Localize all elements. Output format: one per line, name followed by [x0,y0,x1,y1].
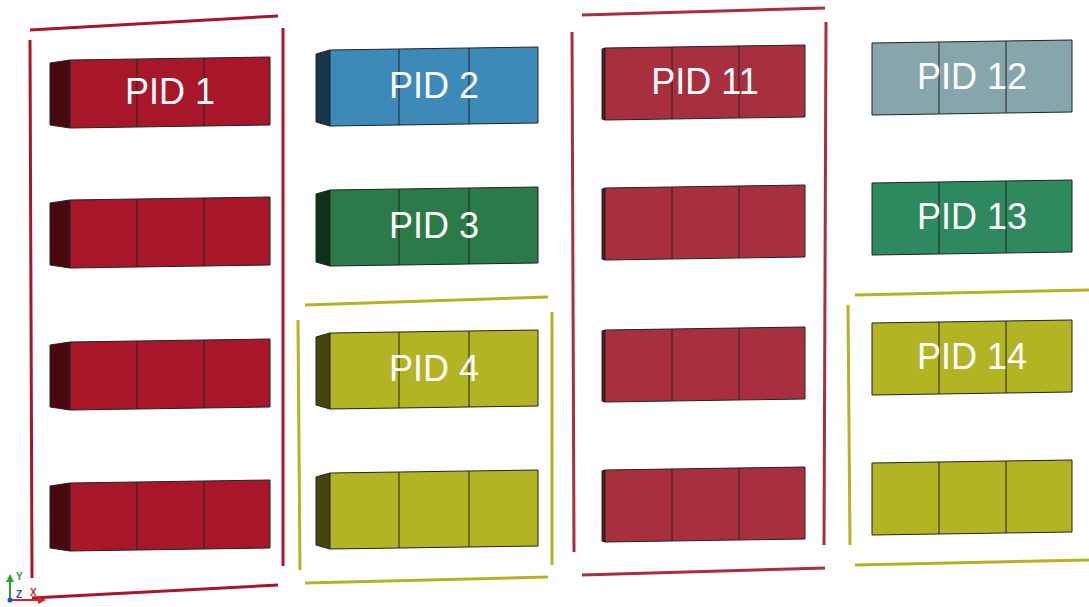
part-id-label: PID 12 [917,59,1027,95]
axis-label: Y [16,572,23,582]
part-block [872,320,1072,395]
part-block [316,47,538,126]
part-id-block: PID 11 [607,47,803,117]
part-id-label: PID 11 [651,64,758,100]
group-bracket [572,8,826,575]
part-block [50,57,270,128]
part-id-block: PID 2 [332,49,536,123]
part-id-label: PID 13 [917,199,1027,235]
part-block [872,40,1072,115]
part-id-label: PID 1 [125,74,215,110]
axis-label: Z [16,590,22,600]
part-block [872,180,1072,255]
part-id-block: PID 13 [874,182,1070,252]
part-id-block: PID 14 [874,322,1070,392]
part-id-label: PID 4 [389,351,479,387]
part-id-label: PID 2 [389,68,479,104]
part-block [602,327,805,402]
part-id-block: PID 4 [332,332,536,406]
part-block [316,470,538,549]
part-id-block: PID 1 [72,58,268,126]
part-block [50,197,270,268]
part-block [872,460,1072,535]
part-id-label: PID 14 [917,339,1027,375]
part-block [602,185,805,260]
group-bracket [848,290,1089,565]
part-id-label: PID 3 [389,208,479,244]
part-block [50,339,270,410]
part-block [602,467,805,542]
part-id-block: PID 12 [874,42,1070,112]
axis-triad [6,574,46,604]
part-id-block: PID 3 [332,189,536,263]
group-bracket [298,297,552,583]
part-block [602,45,805,120]
part-block [316,330,538,409]
group-bracket [30,16,283,598]
part-block [50,480,270,551]
axis-label: X [30,588,37,598]
part-block [316,187,538,266]
